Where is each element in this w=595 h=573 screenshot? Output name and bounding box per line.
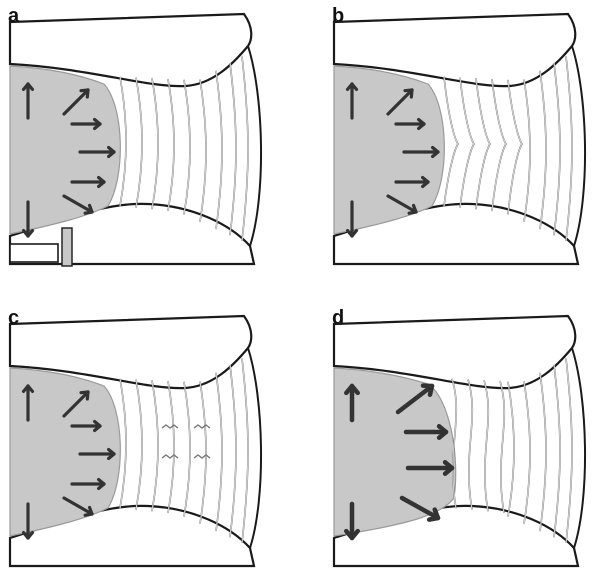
stream-line-highlight	[508, 382, 514, 517]
outlet-box	[10, 244, 58, 262]
stream-line-highlight	[242, 358, 248, 543]
stream-line-highlight	[540, 71, 546, 230]
stream-line-highlight	[524, 381, 530, 524]
stream-line-highlight	[184, 80, 190, 215]
panel-diagram	[8, 308, 288, 573]
right-boundary	[572, 46, 585, 246]
right-boundary	[248, 46, 261, 246]
panel-b: b	[332, 6, 595, 271]
stream-line-highlight	[184, 382, 190, 517]
stream-line-highlight	[566, 358, 572, 543]
stream-line-highlight	[554, 63, 560, 236]
stream-line	[476, 78, 490, 209]
crossbar	[162, 455, 178, 458]
crossbar	[194, 425, 210, 428]
stream-line-highlight	[230, 365, 236, 538]
stream-line-highlight	[168, 79, 174, 211]
panel-diagram	[332, 308, 595, 573]
stream-line-highlight	[566, 56, 572, 241]
stream-line-highlight	[524, 79, 530, 222]
stream-line-highlight	[540, 373, 546, 531]
panel-d: d	[332, 308, 595, 573]
right-boundary	[248, 348, 261, 548]
stream-line-highlight	[200, 79, 206, 222]
outlet-channel	[62, 228, 72, 266]
stream-line-highlight	[200, 381, 206, 524]
crossbar	[162, 425, 178, 428]
panel-a: a	[8, 6, 288, 271]
stream-line-highlight	[216, 71, 222, 230]
stream-line-highlight	[216, 373, 222, 531]
panel-c: c	[8, 308, 288, 573]
stream-line	[460, 77, 474, 207]
right-boundary	[572, 348, 585, 548]
stream-line-highlight	[554, 365, 560, 538]
stream-line-highlight	[168, 381, 174, 513]
panel-diagram	[332, 6, 595, 271]
crossbar	[194, 455, 210, 458]
stream-line	[492, 79, 506, 211]
panel-diagram	[8, 6, 288, 271]
stream-line-highlight	[230, 63, 236, 236]
stream-line-highlight	[242, 56, 248, 241]
